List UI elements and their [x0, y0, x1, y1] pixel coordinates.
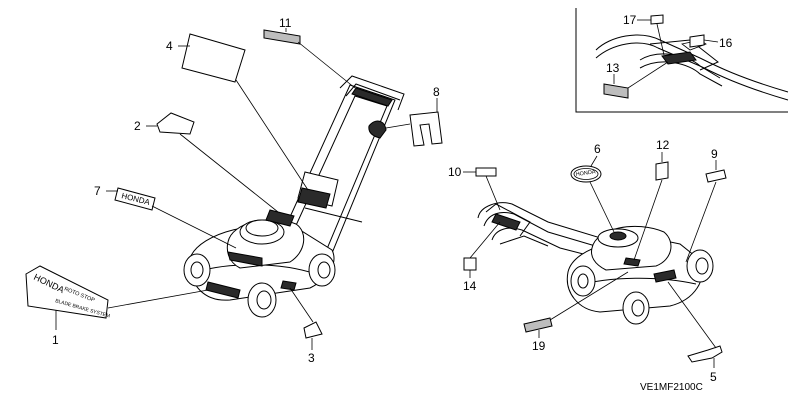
callout-12: 12: [656, 138, 670, 152]
label-16: [689, 34, 705, 48]
label-1: [25, 265, 109, 319]
inset-frame: [575, 8, 788, 113]
label-5: [687, 345, 723, 363]
label-13: [603, 83, 629, 99]
mower-left: [183, 75, 405, 318]
callout-17: 17: [623, 13, 637, 27]
callout-13: 13: [606, 61, 620, 75]
inset-detail: 16 17 13: [575, 8, 789, 113]
callout-5: 5: [710, 370, 717, 384]
callout-2: 2: [134, 119, 141, 133]
callout-4: 4: [166, 39, 173, 53]
label-11: [263, 29, 301, 45]
callout-16: 16: [719, 36, 733, 50]
label-9: [705, 169, 727, 183]
callout-9: 9: [711, 147, 718, 161]
callout-6: 6: [594, 142, 601, 156]
label-8: [409, 111, 443, 147]
label-19: [523, 317, 553, 333]
label-3: [303, 321, 323, 339]
callout-1: 1: [52, 333, 59, 347]
mower-right: [477, 202, 714, 325]
callout-10: 10: [448, 165, 462, 179]
label-10: [475, 167, 497, 177]
callout-14: 14: [463, 279, 477, 293]
callout-8: 8: [433, 85, 440, 99]
drawing-code: VE1MF2100C: [640, 382, 703, 393]
callout-7: 7: [94, 184, 101, 198]
left-labels: 11 4 8 2 HONDA 7 HONDA ROTO STOP BLADE B…: [25, 16, 443, 365]
label-7: [114, 187, 156, 211]
right-labels: HONDA 6 10 12 9 14 19 5: [448, 138, 727, 384]
callout-11: 11: [279, 16, 292, 30]
label-12: [655, 161, 669, 181]
callout-3: 3: [308, 351, 315, 365]
label-14: [463, 257, 477, 271]
label-2: [156, 112, 195, 135]
honda-oval-text: HONDA: [575, 169, 596, 178]
label-4: [181, 33, 246, 83]
callout-19: 19: [532, 339, 546, 353]
label-17: [650, 14, 664, 25]
